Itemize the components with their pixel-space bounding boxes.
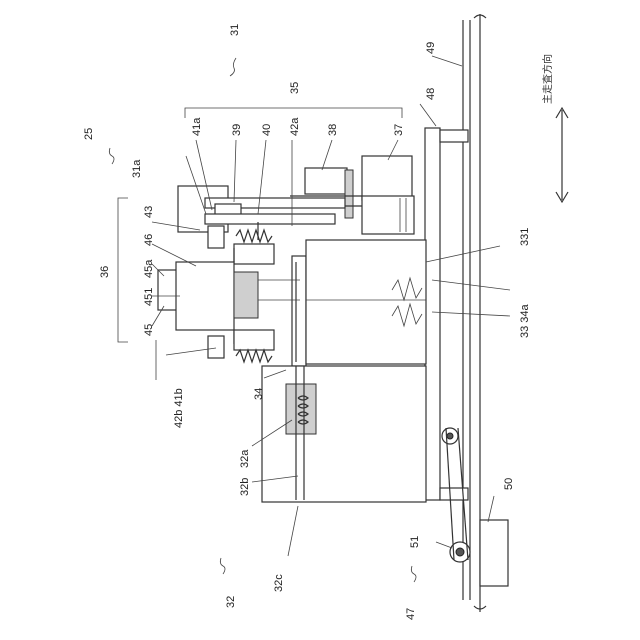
label-31a: 31a [131, 159, 143, 178]
bracket-36 [118, 198, 128, 342]
label-32: 32 [225, 596, 237, 608]
label-32b: 32b [239, 478, 251, 496]
part-38 [290, 168, 362, 218]
label-50: 50 [503, 478, 515, 490]
label-31: 31 [229, 24, 241, 36]
label-47: 47 [405, 608, 417, 620]
label-46: 46 [143, 234, 155, 246]
belt-drive [442, 428, 508, 586]
label-35: 35 [289, 82, 301, 94]
label-32a: 32a [239, 449, 251, 468]
label-45: 45 [143, 324, 155, 336]
label-39: 39 [231, 124, 243, 136]
motor-block-37 [362, 156, 414, 234]
guide-plate-34 [292, 256, 306, 366]
label-40: 40 [261, 124, 273, 136]
label-42b-41b: 42b 41b [173, 388, 185, 428]
label-43: 43 [143, 206, 155, 218]
label-331: 331 [519, 228, 531, 246]
label-25: 25 [83, 128, 95, 140]
label-36: 36 [99, 266, 111, 278]
spring-42b [234, 330, 274, 362]
label-37: 37 [393, 124, 405, 136]
label-48: 48 [425, 88, 437, 100]
label-34: 34 [253, 388, 265, 400]
label-49: 49 [425, 42, 437, 54]
label-51: 51 [409, 536, 421, 548]
drum-33 [258, 240, 426, 364]
bracket-35 [185, 108, 402, 118]
lower-body-32 [262, 366, 426, 502]
main-scan-direction-label: 主走査方向 [541, 54, 554, 104]
label-32c: 32c [273, 574, 285, 592]
label-33-34a: 33 34a [519, 303, 531, 338]
label-451: 451 [143, 288, 155, 306]
label-45a: 45a [143, 259, 155, 278]
label-42a: 42a [289, 117, 301, 136]
label-38: 38 [327, 124, 339, 136]
spring-42a [234, 230, 274, 264]
label-41a: 41a [191, 117, 203, 136]
main-scan-direction-arrow [556, 108, 568, 202]
